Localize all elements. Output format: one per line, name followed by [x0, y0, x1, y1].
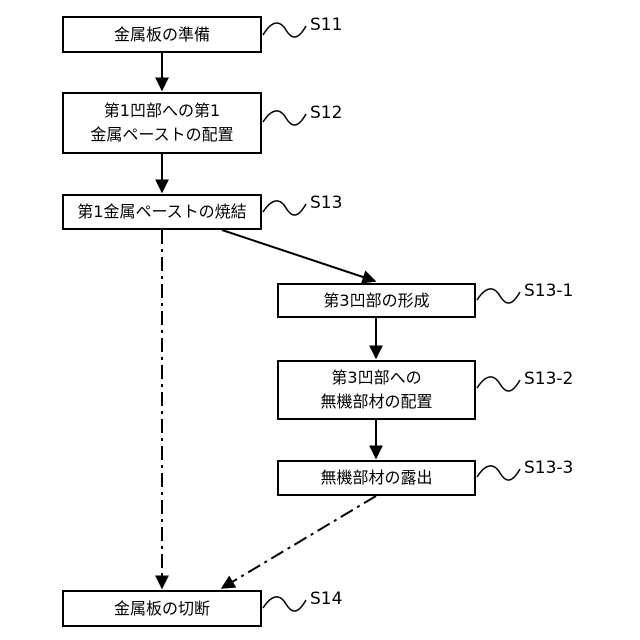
leader-s13-3 [477, 466, 520, 480]
step-s14-text: 金属板の切断 [114, 597, 210, 621]
step-s12-text-line1: 第1凹部への第1 [90, 99, 233, 123]
step-label-s13-3: S13-3 [524, 458, 573, 478]
step-s13-3-text: 無機部材の露出 [320, 466, 432, 490]
step-label-s13-1: S13-1 [524, 281, 573, 301]
leader-s13-1 [477, 289, 520, 303]
step-s11-text: 金属板の準備 [114, 23, 210, 47]
arrow-s13-3-to-s14-dashed [222, 496, 376, 588]
step-box-s13: 第1金属ペーストの焼結 [62, 194, 262, 230]
step-box-s14: 金属板の切断 [62, 590, 262, 627]
step-s13-2-text-line1: 第3凹部への [320, 366, 432, 390]
step-label-s11: S11 [310, 15, 342, 35]
step-box-s13-1: 第3凹部の形成 [277, 283, 476, 318]
step-box-s11: 金属板の準備 [62, 16, 262, 53]
leader-s14 [263, 597, 306, 611]
leader-s13 [263, 201, 306, 215]
leader-s11 [263, 23, 306, 37]
step-label-s14: S14 [310, 589, 342, 609]
step-label-s13-2: S13-2 [524, 369, 573, 389]
step-label-s13: S13 [310, 193, 342, 213]
step-box-s13-2: 第3凹部への 無機部材の配置 [277, 360, 476, 420]
step-label-s12: S12 [310, 103, 342, 123]
step-s13-2-text-line2: 無機部材の配置 [320, 390, 432, 414]
step-s13-1-text: 第3凹部の形成 [323, 289, 429, 313]
leader-s12 [263, 111, 306, 125]
step-s12-text-line2: 金属ペーストの配置 [90, 123, 233, 147]
step-box-s12: 第1凹部への第1 金属ペーストの配置 [62, 92, 262, 154]
arrow-s13-to-s13-1 [222, 230, 375, 281]
leader-s13-2 [477, 377, 520, 391]
step-s13-text: 第1金属ペーストの焼結 [77, 200, 246, 224]
step-box-s13-3: 無機部材の露出 [277, 460, 476, 496]
